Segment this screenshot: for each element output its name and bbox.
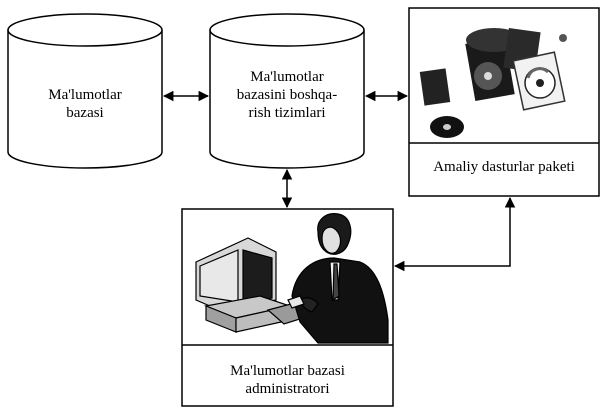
administrator-label-line-1: Ma'lumotlar bazasi [230,363,345,379]
arrow-administrator-app-package [393,196,516,272]
database-cylinder [7,13,163,169]
administrator-label-line-2: administratori [245,381,330,397]
dbms-label: Ma'lumotlar bazasini boshqa- rish tiziml… [210,68,364,122]
person-at-computer-icon [195,213,389,344]
dbms-label-line-3: rish tizimlari [248,105,326,121]
administrator-label: Ma'lumotlar bazasi administratori [182,362,393,398]
database-label: Ma'lumotlar bazasi [8,86,162,122]
dbms-cylinder [209,13,365,169]
dbms-label-line-2: bazasini boshqa- [236,87,338,103]
database-label-line-2: bazasi [66,105,104,121]
dbms-label-line-1: Ma'lumotlar [250,69,324,85]
app-package-label: Amaliy dasturlar paketi [433,159,575,175]
software-discs-icon [419,27,567,138]
database-label-line-1: Ma'lumotlar [48,87,122,103]
